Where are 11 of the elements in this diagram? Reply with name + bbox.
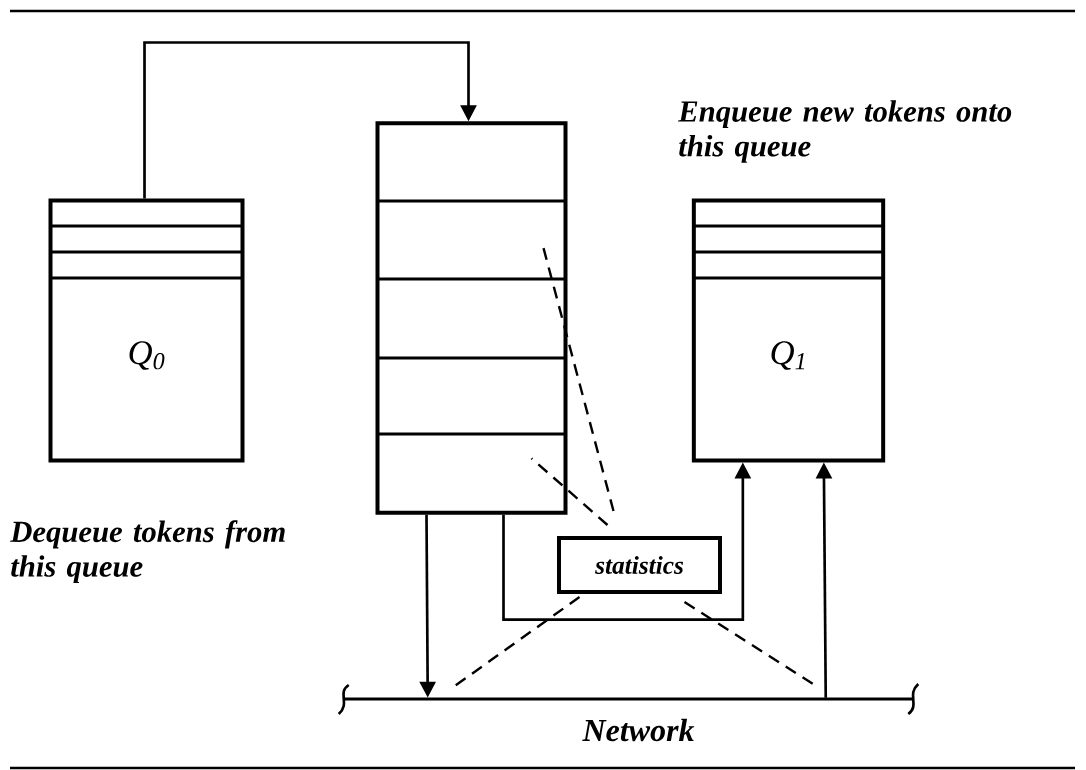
process-box: statistics xyxy=(557,536,722,594)
dashed-line xyxy=(530,457,609,526)
queue-box: Q$_{1}$ xyxy=(691,198,886,463)
dashed-line xyxy=(454,596,581,687)
queue-box: Q$_{0}$ xyxy=(48,198,245,463)
queue-box xyxy=(375,121,568,515)
dashed-line xyxy=(683,600,816,686)
annotation-text: Dequeue tokens from this queue xyxy=(10,520,285,584)
arrow xyxy=(143,41,477,199)
annotation-text: Enqueue new tokens onto this queue xyxy=(678,100,1012,163)
network-label: Network xyxy=(582,718,695,742)
